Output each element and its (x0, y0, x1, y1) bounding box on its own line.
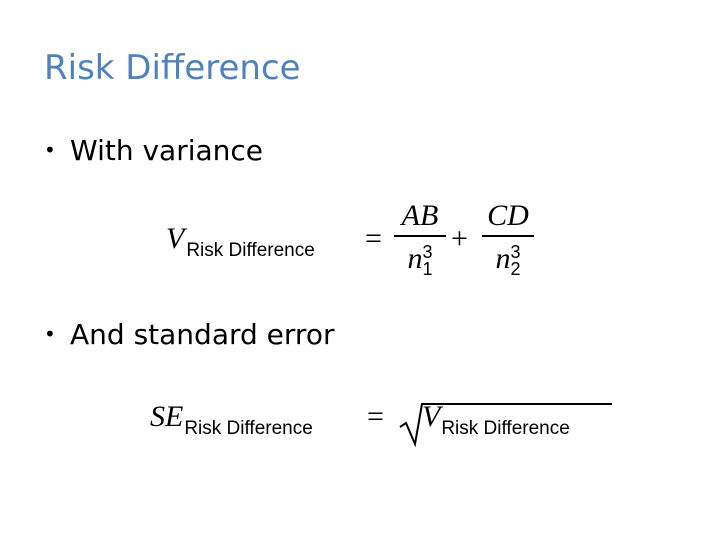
superscript: 3 (510, 242, 521, 263)
fraction-bar (394, 235, 446, 237)
equals-sign: = (365, 222, 382, 255)
standard-error-subscript: Risk Difference (184, 418, 313, 439)
standard-error-lhs: SERisk Difference (150, 400, 313, 439)
variance-subscript: Risk Difference (186, 240, 315, 261)
bullet-standard-error: • And standard error (44, 314, 334, 355)
bullet-marker: • (44, 138, 56, 162)
superscript: 3 (422, 242, 433, 263)
square-root: VRisk Difference (398, 396, 614, 448)
numerator-cd: CD (487, 199, 529, 232)
equals-sign: = (367, 400, 384, 433)
fraction-bar (482, 235, 534, 237)
bullet-with-variance: • With variance (44, 130, 263, 171)
bullet-text: And standard error (70, 318, 335, 351)
radicand: VRisk Difference (422, 400, 570, 439)
radicand-subscript: Risk Difference (441, 418, 570, 439)
radical-sign-icon (399, 403, 612, 448)
plus-sign: + (451, 222, 468, 255)
standard-error-equation: SERisk Difference = VRisk Difference (150, 394, 620, 454)
bullet-text: With variance (70, 134, 264, 167)
denominator-symbol: n (407, 242, 423, 275)
subscript: 1 (422, 259, 433, 280)
radicand-symbol: V (422, 400, 441, 433)
variance-symbol: V (166, 222, 185, 255)
bullet-marker: • (44, 322, 56, 346)
subscript: 2 (510, 259, 521, 280)
standard-error-symbol: SE (150, 400, 184, 433)
denominator-symbol: n (495, 242, 511, 275)
slide-title: Risk Difference (44, 48, 301, 88)
numerator-ab: AB (401, 199, 439, 232)
